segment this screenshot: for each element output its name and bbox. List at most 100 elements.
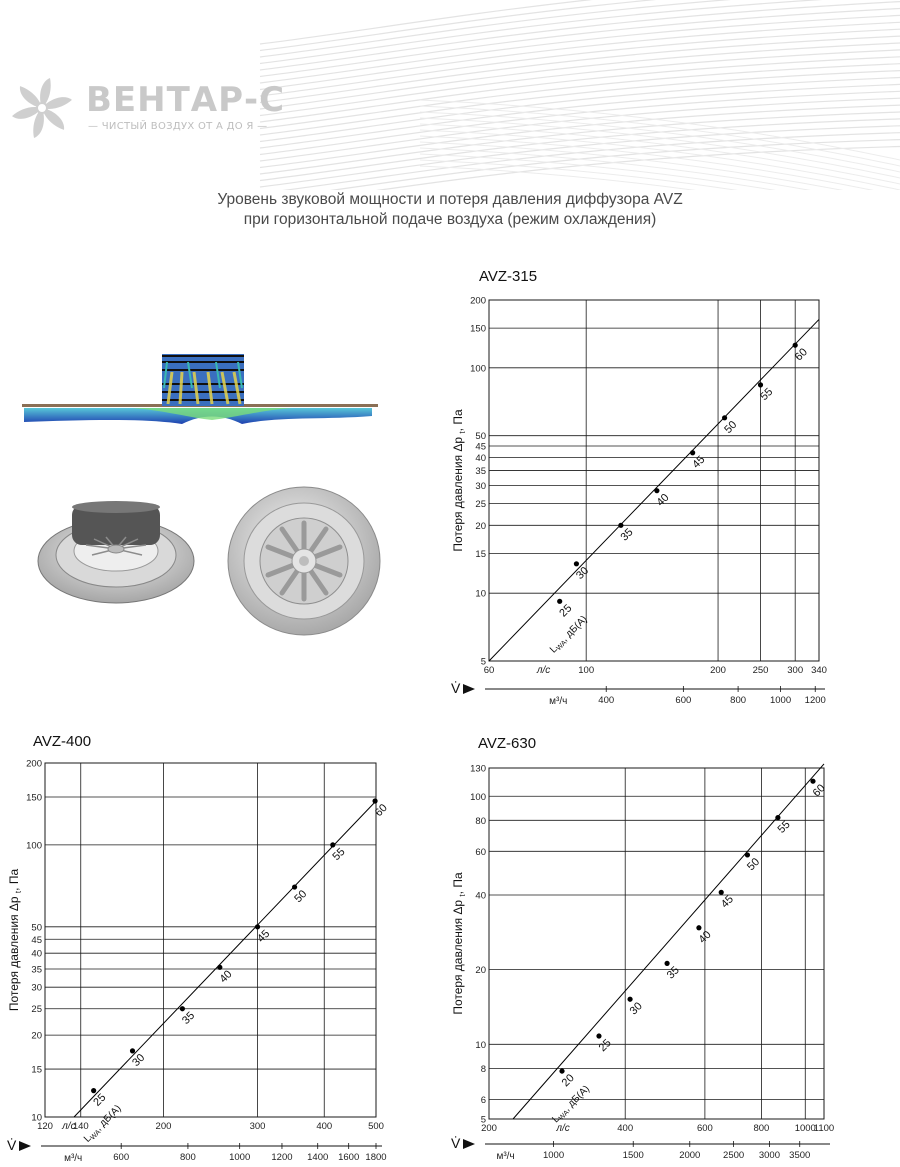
data-point (627, 996, 633, 1002)
series-line (488, 319, 820, 662)
data-point (654, 488, 660, 494)
data-point (179, 1006, 186, 1012)
x-tick-label: 340 (811, 665, 827, 676)
data-label: 20 (560, 1072, 577, 1089)
y-tick-label: 30 (31, 983, 42, 994)
y-tick-label: 15 (475, 549, 486, 560)
plot-frame (44, 762, 377, 1118)
data-label: 40 (697, 929, 714, 946)
x-tick-label: 140 (73, 1121, 89, 1132)
data-label: 50 (722, 419, 739, 436)
data-point (559, 1068, 565, 1074)
y-tick-label: 45 (475, 441, 486, 452)
y-tick-label: 6 (481, 1095, 486, 1106)
header-stripe (259, 14, 900, 84)
header-stripe (419, 117, 900, 179)
data-point (721, 415, 728, 421)
chart-title-avz-315: AVZ-315 (479, 268, 538, 285)
header-stripe (259, 42, 900, 110)
diffuser-side-view-image (37, 501, 195, 604)
y-tick-label: 100 (470, 363, 486, 374)
header-stripe (259, 83, 900, 149)
series-line (73, 800, 377, 1118)
y-axis-label: Потеря давления Δp t, Па (7, 869, 23, 1012)
data-label: 25 (91, 1092, 108, 1109)
m3h-tick-label: 1200 (271, 1152, 292, 1163)
m3h-tick-label: 3000 (759, 1150, 780, 1161)
y-tick-label: 100 (470, 792, 486, 803)
x-tick-label: 60 (484, 665, 495, 676)
m3h-tick-label: 400 (598, 695, 614, 706)
header-stripe (259, 90, 900, 156)
diffuser-front-view-image (227, 486, 381, 636)
data-label: 60 (373, 802, 390, 819)
x-tick-label: 200 (156, 1121, 172, 1132)
y-tick-label: 25 (475, 499, 486, 510)
fan-logo-icon (12, 78, 72, 138)
x-tick-label: 120 (37, 1121, 53, 1132)
brand-logo: ВЕНТАР-С — ЧИСТЫЙ ВОЗДУХ ОТ А ДО Я — (8, 74, 284, 146)
header-stripe (259, 49, 900, 117)
data-point (810, 778, 816, 784)
data-point (690, 450, 696, 456)
header-stripe (259, 70, 900, 136)
data-label: 50 (292, 888, 309, 905)
header-stripe (259, 0, 823, 65)
data-point (596, 1033, 602, 1039)
header-stripe (419, 99, 900, 161)
y-tick-label: 15 (31, 1065, 42, 1076)
x-unit-m3h: м³/ч (64, 1153, 82, 1164)
series-line (512, 763, 825, 1120)
data-label: 35 (665, 964, 682, 981)
m3h-tick-label: 1500 (623, 1150, 644, 1161)
y-tick-label: 60 (475, 847, 486, 858)
x-tick-label: 250 (753, 665, 769, 676)
data-point (372, 798, 378, 804)
data-point (557, 598, 563, 604)
data-point (775, 815, 781, 821)
x-tick-label: 500 (368, 1121, 384, 1132)
data-point (664, 960, 670, 966)
x-tick-label: 100 (578, 665, 594, 676)
data-label: 55 (776, 819, 793, 836)
header-stripe (259, 1, 900, 71)
y-tick-label: 50 (31, 922, 42, 933)
y-axis-label: Потеря давления Δp t, Па (451, 872, 467, 1015)
y-tick-label: 80 (475, 816, 486, 827)
header-stripe (259, 63, 900, 130)
header-stripe (419, 129, 900, 190)
m3h-tick-label: 3500 (789, 1150, 810, 1161)
flow-arrow-icon (19, 1141, 31, 1151)
y-tick-label: 50 (475, 431, 486, 442)
data-label: 55 (330, 846, 347, 863)
data-point (291, 884, 298, 890)
data-point (792, 342, 798, 348)
m3h-tick-label: 1400 (307, 1152, 328, 1163)
flow-arrow-icon (463, 1139, 475, 1149)
m3h-tick-label: 800 (180, 1152, 196, 1163)
x-unit-ls: л/с (555, 1123, 569, 1134)
header-stripe (419, 159, 738, 190)
curve-label: LWA, дБ(А) (548, 614, 590, 656)
data-label: 45 (690, 454, 707, 471)
m3h-tick-label: 1200 (805, 695, 826, 706)
data-point (718, 889, 724, 895)
header-stripe (419, 141, 844, 190)
y-axis-label: Потеря давления Δp t, Па (451, 409, 467, 552)
y-tick-label: 150 (26, 792, 42, 803)
m3h-tick-label: 2000 (679, 1150, 700, 1161)
header-stripe (419, 111, 900, 173)
y-tick-label: 8 (481, 1064, 486, 1075)
data-point (217, 964, 223, 970)
data-point (744, 852, 751, 858)
header-stripe (259, 0, 732, 58)
y-tick-label: 35 (475, 466, 486, 477)
header-stripe (330, 139, 900, 190)
m3h-tick-label: 2500 (723, 1150, 744, 1161)
header-stripe (259, 104, 900, 169)
data-label: 30 (130, 1052, 147, 1069)
y-tick-label: 150 (470, 324, 486, 335)
